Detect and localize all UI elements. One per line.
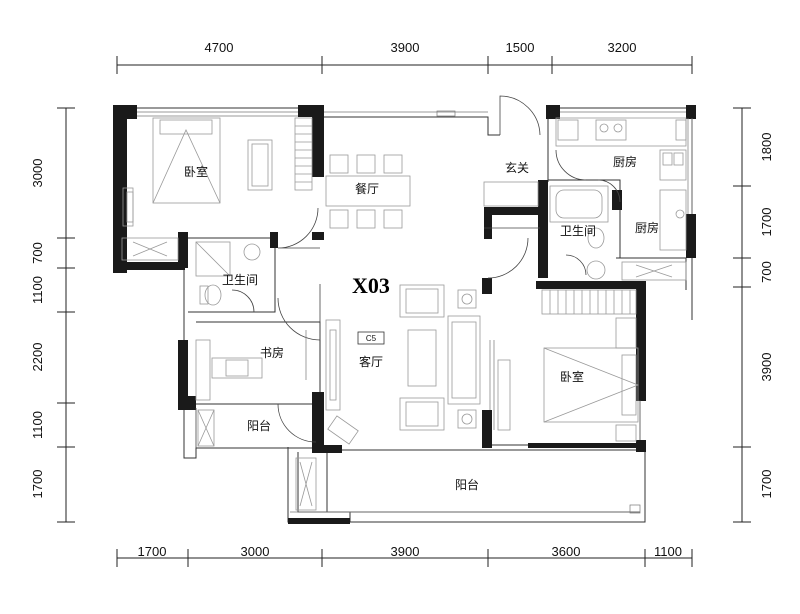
room-label-bedroom-2: 卧室: [560, 369, 584, 384]
dim-top-4: 3200: [608, 40, 637, 55]
room-label-balcony-2: 阳台: [455, 477, 479, 492]
room-label-bath-2: 卫生间: [560, 224, 596, 238]
room-label-bedroom-1: 卧室: [184, 164, 208, 179]
dim-right-5: 1700: [759, 470, 774, 499]
furniture: [121, 117, 687, 511]
room-label-balcony-1: 阳台: [247, 418, 271, 433]
dim-bottom-3: 3900: [391, 544, 420, 559]
room-label-bath-1: 卫生间: [222, 273, 258, 287]
dim-left-2: 700: [30, 242, 45, 264]
dim-right-4: 3900: [759, 353, 774, 382]
room-label-dining: 餐厅: [355, 181, 379, 196]
dimension-lines: [57, 56, 751, 567]
dim-left-3: 1100: [30, 276, 45, 304]
window-tag-box: [357, 331, 385, 345]
dim-bottom-4: 3600: [552, 544, 581, 559]
structural-walls: [113, 105, 696, 524]
dim-bottom-1: 1700: [138, 544, 167, 559]
dim-right-3: 700: [759, 261, 774, 283]
dim-top-1: 4700: [205, 40, 234, 55]
window-tag: C5: [366, 334, 377, 343]
room-labels: 卧室 餐厅 玄关 厨房 厨房 卫生间 卫生间 X03 C5 客厅 书房 卧室 阳…: [184, 154, 659, 492]
room-label-kitchen-1: 厨房: [613, 154, 637, 169]
dim-top-2: 3900: [391, 40, 420, 55]
dimension-labels: 4700 3900 1500 3200 1700 3000 3900 3600 …: [30, 40, 774, 559]
dim-left-5: 1100: [30, 411, 45, 439]
doors: [195, 95, 641, 448]
room-label-kitchen-2: 厨房: [635, 220, 659, 235]
dim-bottom-5: 1100: [654, 544, 682, 559]
dim-top-3: 1500: [506, 40, 535, 55]
dim-right-1: 1800: [759, 133, 774, 162]
windows: [137, 110, 693, 514]
room-label-study: 书房: [260, 345, 284, 360]
dim-left-4: 2200: [30, 343, 45, 372]
dim-left-6: 1700: [30, 470, 45, 499]
dim-left-1: 3000: [30, 159, 45, 188]
unit-label: X03: [352, 273, 390, 298]
dim-bottom-2: 3000: [241, 544, 270, 559]
room-label-entrance: 玄关: [505, 160, 529, 175]
room-label-living: 客厅: [359, 354, 383, 369]
dim-right-2: 1700: [759, 208, 774, 237]
